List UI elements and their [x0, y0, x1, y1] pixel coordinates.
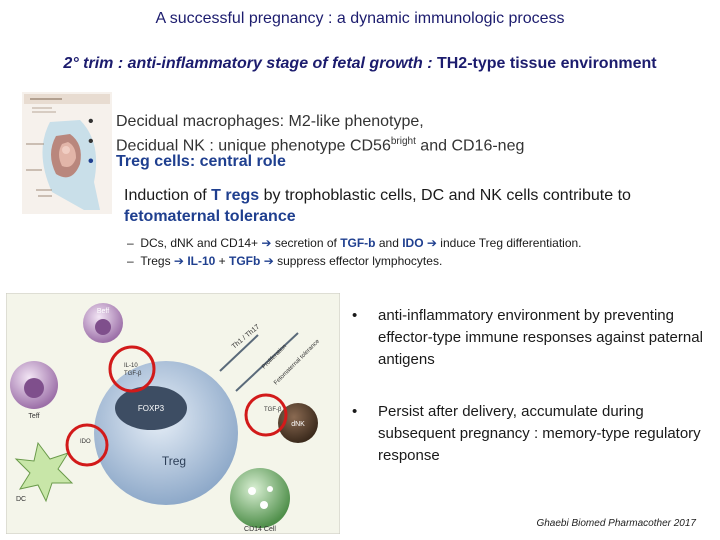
dash-item-tregs: – Tregs ➔ IL-10 + TGFb ➔ suppress effect… — [127, 254, 443, 268]
bullet-macrophages: •Decidual macrophages: M2-like phenotype… — [88, 113, 424, 130]
treg-label: Treg — [162, 454, 186, 468]
cd14-label: CD14 Cell — [244, 526, 276, 533]
dash-item-dcs: – DCs, dNK and CD14+ ➔ secretion of TGF-… — [127, 236, 582, 250]
subtitle-italic: 2° trim : anti-inflammatory stage of fet… — [63, 55, 433, 72]
dnk-label: dNK — [291, 421, 305, 428]
right-bullet-persist: •Persist after delivery, accumulate duri… — [352, 403, 701, 464]
il10-label: IL-10 — [124, 363, 138, 369]
tgfb-label-2: TGF-β — [264, 407, 282, 413]
beff-label: Beff — [97, 308, 109, 315]
highlight-circle-il10 — [108, 345, 156, 393]
induction-text: Induction of T regs by trophoblastic cel… — [124, 187, 631, 225]
slide-title: A successful pregnancy : a dynamic immun… — [155, 10, 565, 27]
subtitle-plain: TH2-type tissue environment — [432, 55, 657, 72]
bullet-decidual-nk: •Decidual NK : unique phenotype CD56brig… — [88, 133, 525, 155]
pregnancy-thumbnail-image — [22, 92, 112, 214]
top-bullet-list: •Decidual macrophages: M2-like phenotype… — [88, 112, 718, 172]
dc-label: DC — [16, 496, 26, 503]
highlight-circle-tgfb — [244, 393, 288, 437]
teff-label: Teff — [28, 413, 39, 420]
slide-subtitle: 2° trim : anti-inflammatory stage of fet… — [0, 55, 720, 73]
ido-label: IDO — [80, 439, 91, 445]
foxp3-label: FOXP3 — [138, 404, 165, 413]
tgfb-label-1: TGF-β — [124, 371, 142, 377]
bullet-treg: •Treg cells: central role — [88, 153, 286, 170]
highlight-circle-ido — [65, 423, 109, 467]
treg-mechanism-figure: Beff Teff FOXP3 Treg dNK DC CD14 Cell Th… — [6, 293, 340, 534]
right-bullet-anti-inflammatory: •anti-inflammatory environment by preven… — [352, 307, 703, 368]
citation: Ghaebi Biomed Pharmacother 2017 — [536, 518, 696, 529]
